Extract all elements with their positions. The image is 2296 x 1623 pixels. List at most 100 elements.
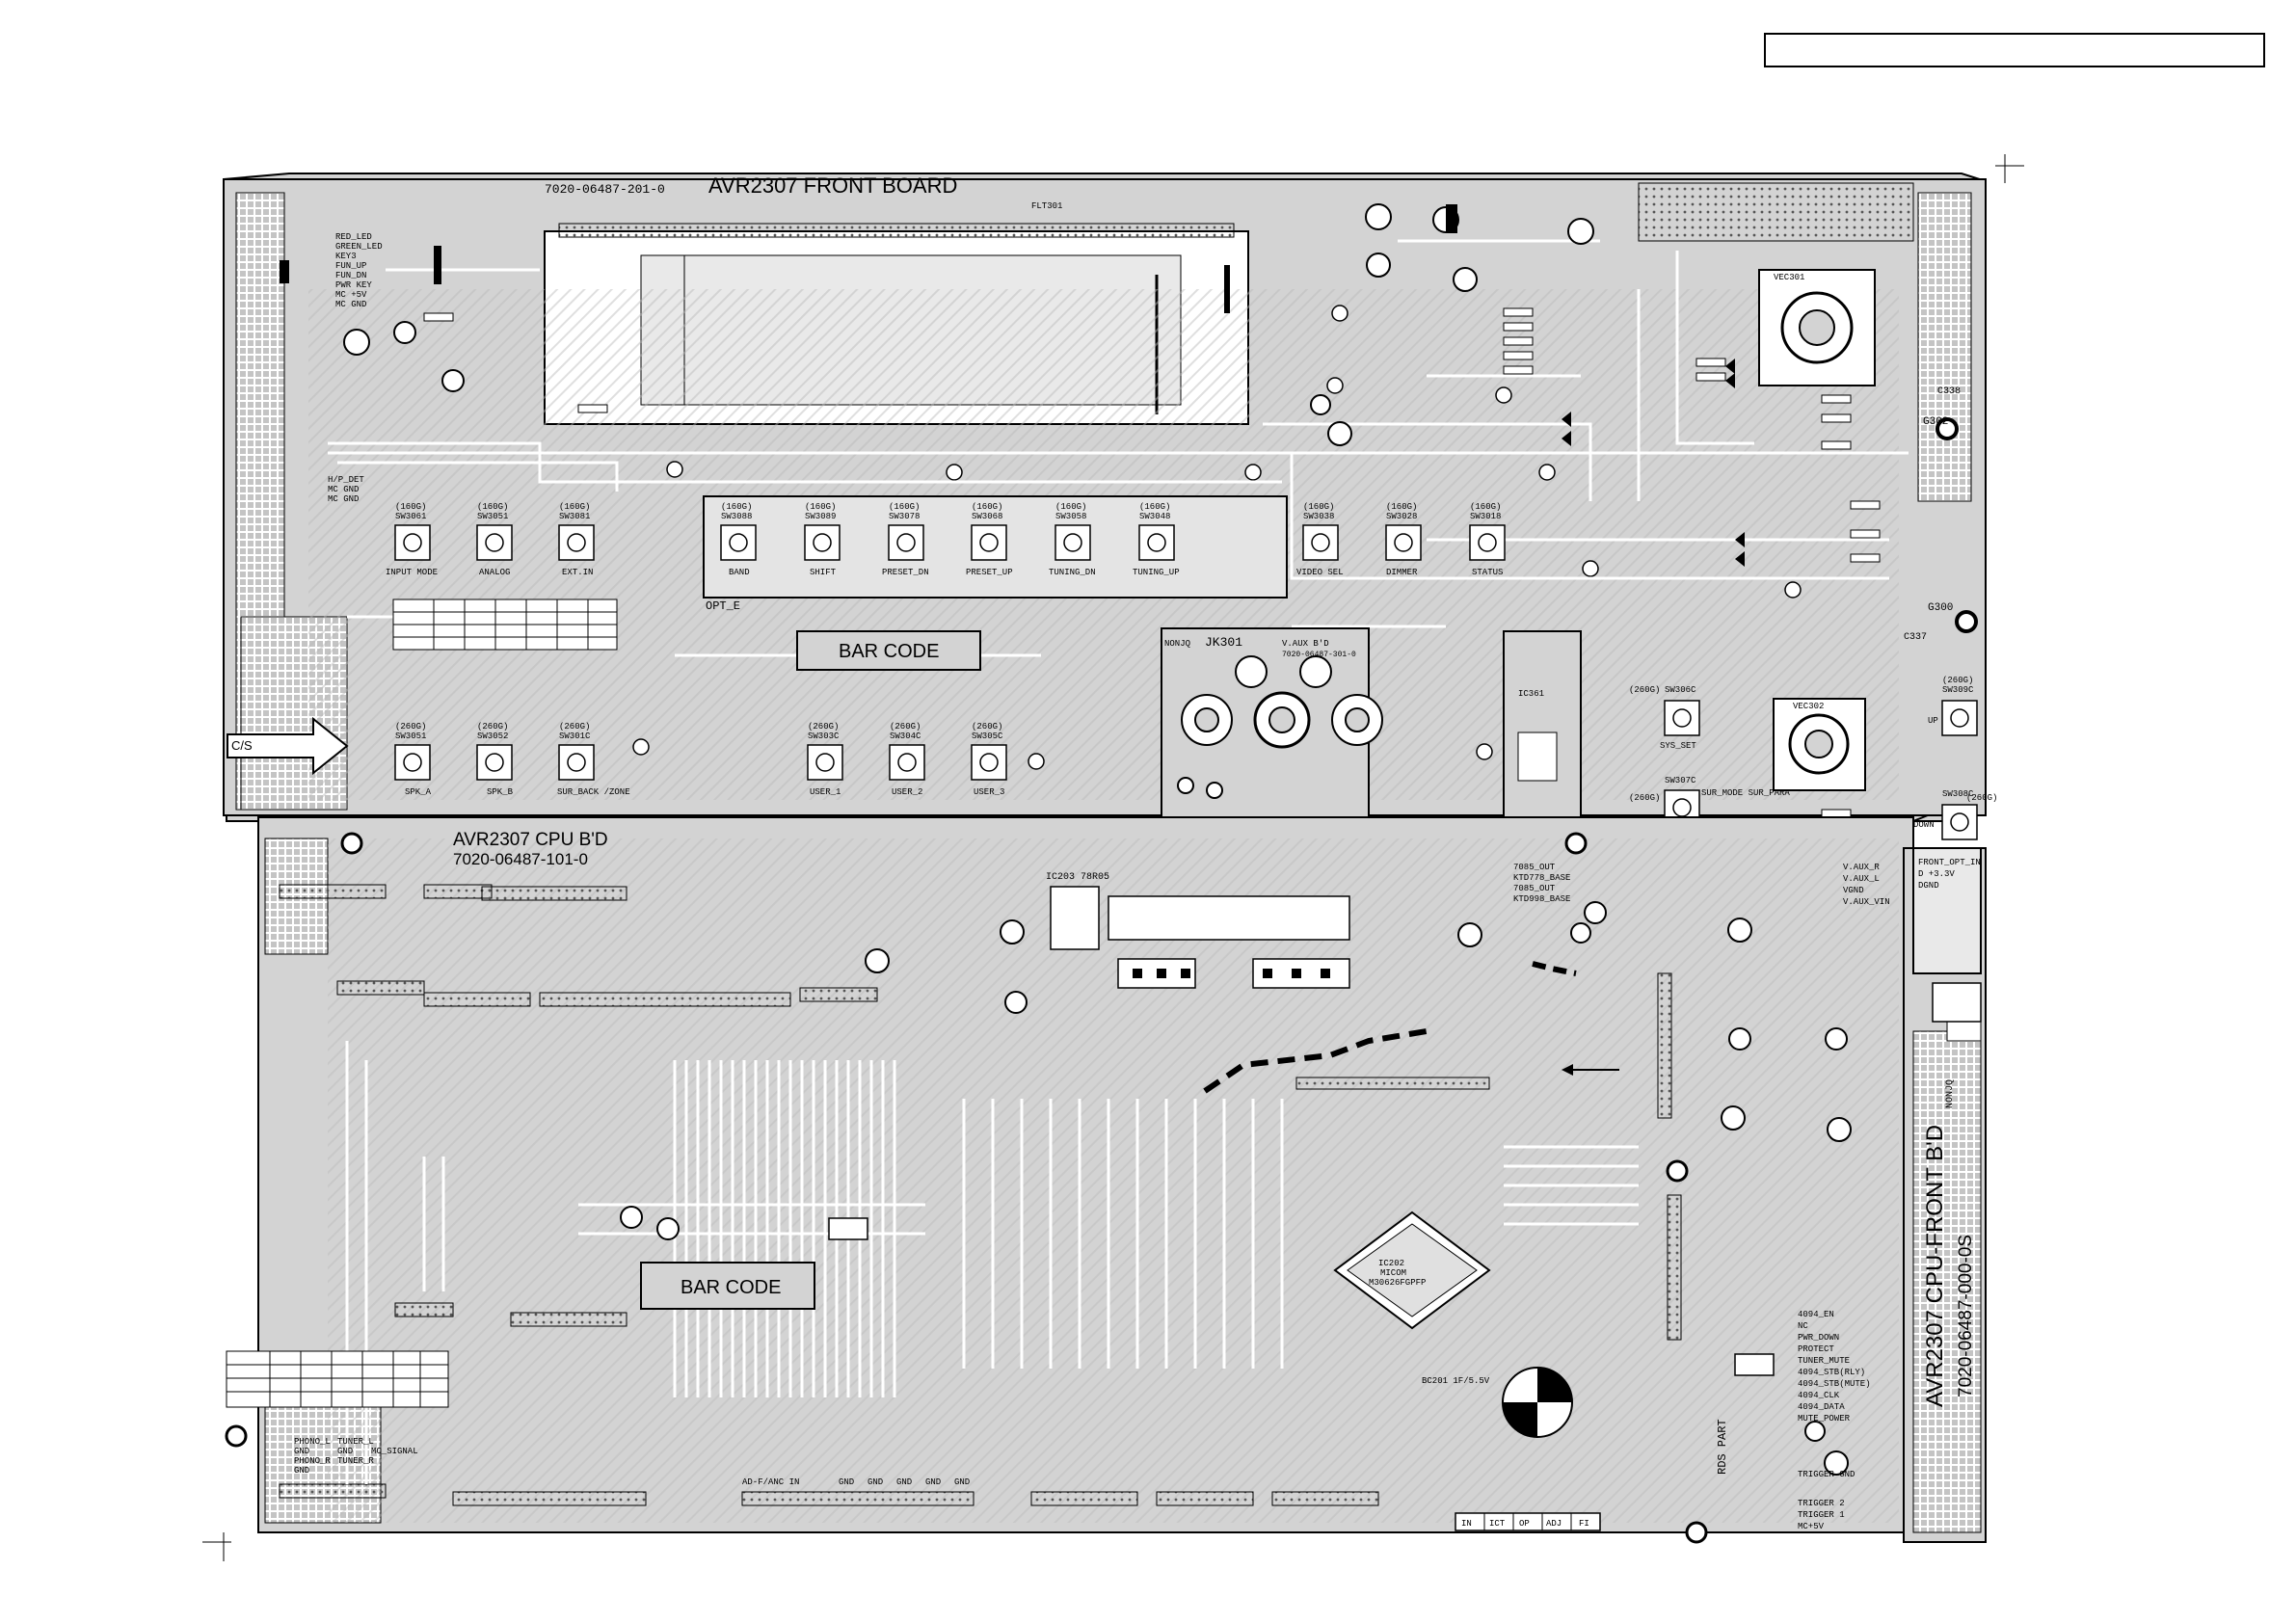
jack-module [1161, 627, 1383, 839]
mcu-type: MICOM [1380, 1268, 1406, 1278]
nonjq-cpu-label: NONJQ [1945, 1079, 1956, 1108]
svg-text:SW3048: SW3048 [1139, 512, 1170, 521]
jack-label: JK301 [1205, 635, 1242, 650]
svg-text:GND: GND [896, 1477, 912, 1487]
svg-text:SW3051: SW3051 [395, 732, 426, 741]
svg-text:SW306C: SW306C [1665, 685, 1696, 695]
svg-text:4094_STB(MUTE): 4094_STB(MUTE) [1798, 1379, 1871, 1389]
rds-label: RDS PART [1716, 1419, 1729, 1475]
svg-text:D +3.3V: D +3.3V [1918, 869, 1955, 879]
opt-label: OPT_E [706, 599, 740, 613]
svg-text:BAND: BAND [729, 568, 750, 577]
svg-text:(260G): (260G) [1942, 676, 1973, 685]
svg-text:GND: GND [294, 1466, 309, 1476]
svg-text:SW304C: SW304C [890, 732, 921, 741]
tactile-switches [394, 524, 1978, 840]
svg-text:SW3018: SW3018 [1470, 512, 1501, 521]
svg-text:FUN_DN: FUN_DN [335, 271, 366, 280]
bottom-mid-labels: AD-F/ANC IN GND GND GND GND GND [742, 1477, 970, 1487]
svg-text:ADJ: ADJ [1546, 1519, 1562, 1529]
mcu-chip [1333, 1211, 1491, 1330]
svg-text:PHONO_R: PHONO_R [294, 1456, 331, 1466]
svg-text:V.AUX_L: V.AUX_L [1843, 874, 1880, 884]
svg-text:MC +5V: MC +5V [335, 290, 367, 300]
svg-text:H/P_DET: H/P_DET [328, 475, 364, 485]
svg-text:TUNER_R: TUNER_R [337, 1456, 374, 1466]
svg-text:ANALOG: ANALOG [479, 568, 510, 577]
svg-text:TUNER_MUTE: TUNER_MUTE [1798, 1356, 1850, 1366]
fl-label: FLT301 [1031, 201, 1062, 211]
svg-text:4094_EN: 4094_EN [1798, 1310, 1834, 1319]
svg-text:KEY3: KEY3 [335, 252, 357, 261]
svg-text:TRIGGER 2: TRIGGER 2 [1798, 1499, 1845, 1508]
svg-text:SW3052: SW3052 [477, 732, 508, 741]
svg-text:TUNING_DN: TUNING_DN [1049, 568, 1096, 577]
svg-text:EXT.IN: EXT.IN [562, 568, 593, 577]
svg-text:DOWN: DOWN [1913, 820, 1935, 830]
cpu-front-vertical-title: AVR2307 CPU-FRONT B'D [1922, 1125, 1948, 1407]
front-opt-labels: FRONT_OPT_IN D +3.3V DGND [1918, 858, 1981, 891]
svg-text:MC_SIGNAL: MC_SIGNAL [371, 1447, 418, 1456]
cpu-bar-code-box [640, 1262, 815, 1310]
cpu-front-vertical-part: 7020-06487-000-0S [1956, 1235, 1976, 1397]
svg-text:DGND: DGND [1918, 881, 1939, 891]
svg-text:SW301C: SW301C [559, 732, 591, 741]
svg-text:MC GND: MC GND [335, 300, 366, 309]
svg-text:SW309C: SW309C [1942, 685, 1974, 695]
svg-text:GND: GND [954, 1477, 970, 1487]
svg-text:USER_3: USER_3 [974, 787, 1004, 797]
cs-arrow-icon [227, 716, 349, 776]
svg-text:(260G): (260G) [477, 722, 508, 732]
svg-text:RED_LED: RED_LED [335, 232, 372, 242]
svg-text:SW305C: SW305C [972, 732, 1003, 741]
svg-text:4094_STB(RLY): 4094_STB(RLY) [1798, 1368, 1865, 1377]
svg-text:IN: IN [1461, 1519, 1472, 1529]
svg-text:SW3088: SW3088 [721, 512, 752, 521]
svg-text:SW303C: SW303C [808, 732, 840, 741]
svg-text:SW307C: SW307C [1665, 776, 1696, 785]
svg-text:(160G): (160G) [477, 502, 508, 512]
cs-label: C/S [231, 738, 253, 753]
svg-text:(260G): (260G) [808, 722, 839, 732]
svg-text:(160G): (160G) [1386, 502, 1417, 512]
svg-text:(260G): (260G) [1966, 793, 1997, 803]
svg-text:(260G): (260G) [1629, 793, 1660, 803]
svg-text:DIMMER: DIMMER [1386, 568, 1418, 577]
svg-text:GND: GND [839, 1477, 854, 1487]
ic361-label: IC361 [1518, 689, 1544, 699]
g302-label: G302 [1923, 416, 1948, 428]
svg-text:SW3081: SW3081 [559, 512, 590, 521]
title-block-frame [1764, 33, 2265, 67]
svg-text:PWR_DOWN: PWR_DOWN [1798, 1333, 1839, 1343]
svg-text:SPK_A: SPK_A [405, 787, 432, 797]
vaux-label: V.AUX B'D [1282, 639, 1329, 649]
nonjq-front-label: NONJQ [1164, 639, 1190, 649]
mcu-ref: IC202 [1378, 1259, 1404, 1268]
svg-text:(260G): (260G) [890, 722, 921, 732]
svg-text:UP: UP [1928, 716, 1938, 726]
option-table [392, 599, 618, 651]
svg-text:SW3078: SW3078 [889, 512, 920, 521]
svg-text:MUTE_POWER: MUTE_POWER [1798, 1414, 1851, 1423]
vaux-cpu-labels: V.AUX_R V.AUX_L VGND V.AUX_VIN [1843, 863, 1890, 907]
svg-text:(160G): (160G) [972, 502, 1002, 512]
svg-text:(160G): (160G) [805, 502, 836, 512]
svg-text:(160G): (160G) [1470, 502, 1501, 512]
cpu-board: IN ICT OP ADJ FI AVR2307 CPU B'D 7020-06… [225, 816, 1987, 1544]
svg-text:TRIGGER GND: TRIGGER GND [1798, 1470, 1855, 1479]
svg-text:(160G): (160G) [721, 502, 752, 512]
svg-text:PWR KEY: PWR KEY [335, 280, 372, 290]
svg-text:GREEN_LED: GREEN_LED [335, 242, 383, 252]
bottom-left-connector-labels: PHONO_L GND PHONO_R GND TUNER_L GND TUNE… [294, 1437, 418, 1476]
svg-text:(260G): (260G) [559, 722, 590, 732]
ic203-label: IC203 78R05 [1046, 872, 1109, 883]
svg-text:SW3051: SW3051 [477, 512, 508, 521]
svg-text:NC: NC [1798, 1321, 1808, 1331]
svg-text:OP: OP [1519, 1519, 1530, 1529]
svg-text:VGND: VGND [1843, 886, 1864, 895]
svg-text:GND: GND [868, 1477, 883, 1487]
svg-text:SW3061: SW3061 [395, 512, 426, 521]
svg-text:4094_CLK: 4094_CLK [1798, 1391, 1840, 1400]
